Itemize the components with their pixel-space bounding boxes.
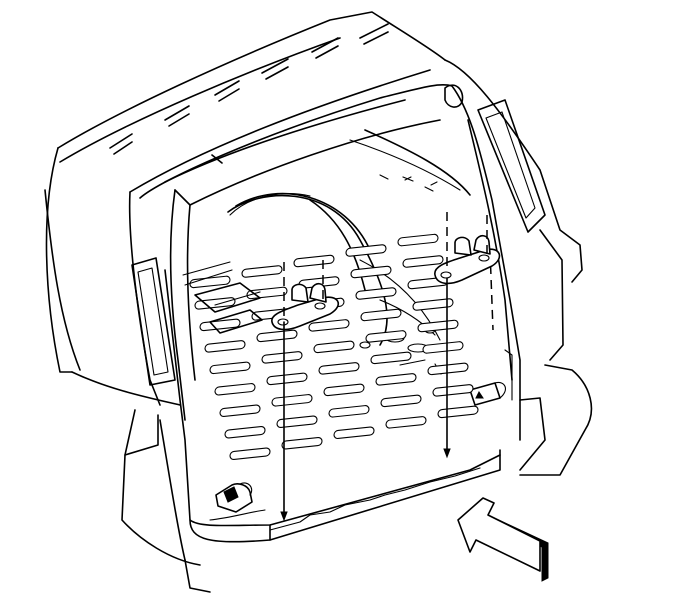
floor-rib-slot: [271, 394, 313, 407]
floor-rib-slot: [432, 384, 474, 397]
floor-rib-slot: [328, 405, 370, 418]
floor-rib-slot: [313, 340, 355, 354]
floor-rib-slot: [437, 405, 479, 419]
floor-rib-slot: [224, 425, 266, 439]
floor-rib-slot: [375, 373, 417, 386]
floor-rib-slot: [229, 447, 271, 460]
floor-rib-slot: [427, 362, 469, 376]
floor-rib-slot: [194, 297, 236, 310]
floor-rib-slot: [412, 298, 454, 311]
floor-rib-slot: [345, 244, 387, 257]
floor-rib-slot: [422, 341, 464, 354]
floor-rib-slot: [241, 265, 283, 278]
floor-ribs: [189, 233, 479, 460]
floor-rib-slot: [397, 233, 439, 247]
floor-rib-slot: [214, 383, 256, 396]
floor-rib-slot: [417, 319, 459, 333]
view-direction-arrow-icon: [457, 497, 549, 582]
right-tie-down: [434, 212, 501, 459]
floor-rib-slot: [402, 255, 444, 268]
floor-rib-slot: [380, 394, 422, 408]
floor-rib-slot: [323, 383, 365, 397]
cargo-floor: [164, 233, 501, 543]
floor-rib-slot: [261, 351, 303, 364]
floor-rib-slot: [293, 254, 335, 268]
floor-rib-slot: [370, 351, 412, 365]
floor-rib-slot: [333, 426, 375, 440]
liftgate-opening: [128, 83, 521, 441]
floor-rib-slot: [350, 265, 392, 279]
floor-rib-slot: [360, 308, 402, 322]
floor-rib-slot: [365, 330, 407, 343]
floor-rib-slot: [355, 287, 397, 300]
floor-rib-slot: [266, 372, 308, 386]
left-floor-clip: [215, 482, 253, 513]
floor-rib-slot: [256, 329, 298, 343]
floor-rib-slot: [276, 415, 318, 429]
left-tie-down: [271, 260, 340, 522]
floor-rib-slot: [308, 319, 350, 332]
floor-rib-slot: [209, 361, 251, 375]
floor-rib-slot: [281, 437, 323, 450]
floor-rib-slot: [204, 340, 246, 353]
floor-rib-slot: [385, 416, 427, 429]
floor-rib-slot: [219, 404, 261, 418]
floor-rib-slot: [318, 362, 360, 375]
floor-rib-slot: [189, 275, 231, 289]
